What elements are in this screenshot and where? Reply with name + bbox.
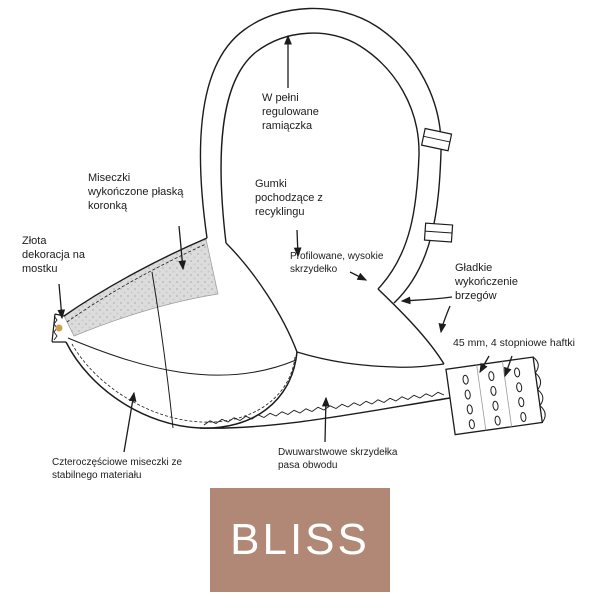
arrow-edges-down <box>438 305 451 334</box>
neckline-edge <box>63 237 208 323</box>
band <box>199 351 451 429</box>
strap-adjuster-bottom <box>423 222 454 243</box>
wing-edge <box>377 288 445 365</box>
arrow-gold <box>57 283 66 320</box>
label-lace-cups: Miseczki wykończone płaską koronką <box>88 172 184 212</box>
cup-vertical-seam <box>151 271 174 429</box>
eyelets <box>462 367 527 430</box>
arrow-elastic <box>293 229 302 258</box>
label-four-part-cups: Czteroczęściowe miseczki ze stabilnego m… <box>52 457 183 481</box>
strap-adjuster-top <box>420 127 453 152</box>
arrow-wing <box>349 271 368 281</box>
band-zigzag-stitching <box>203 391 445 426</box>
bridge-center-front <box>51 313 66 343</box>
label-gold-decoration: Złota dekoracja na mostku <box>22 235 85 275</box>
annotation-arrows <box>57 34 513 453</box>
arrow-hooks-1 <box>479 355 490 374</box>
label-smooth-edges: Gładkie wykończenie brzegów <box>455 262 518 302</box>
label-double-layer-band: Dwuwarstwowe skrzydełka pasa obwodu <box>278 447 398 471</box>
hook-and-eye-closure <box>445 356 546 436</box>
arrow-band <box>321 396 330 443</box>
label-recycled-elastics: Gumki pochodzące z recyklingu <box>255 178 323 218</box>
arrow-fourpart <box>123 391 137 453</box>
label-profiled-wing: Profilowane, wysokie skrzydełko <box>290 251 384 275</box>
cup-outline <box>65 242 298 429</box>
gold-decoration <box>55 324 63 332</box>
arrow-hooks-2 <box>504 355 513 378</box>
underwire-stitching <box>71 343 296 423</box>
label-adjustable-straps: W pełni regulowane ramiączka <box>262 92 319 132</box>
brand-logo-box: BLISS <box>210 488 390 592</box>
shoulder-strap <box>199 7 442 304</box>
closure-scalloped-edge <box>532 356 546 423</box>
arrow-edges-left <box>400 296 453 305</box>
label-hooks: 45 mm, 4 stopniowe haftki <box>453 337 575 349</box>
arrow-lace <box>178 225 187 271</box>
brand-name: BLISS <box>230 515 370 564</box>
cup-cross-seam <box>67 337 297 376</box>
